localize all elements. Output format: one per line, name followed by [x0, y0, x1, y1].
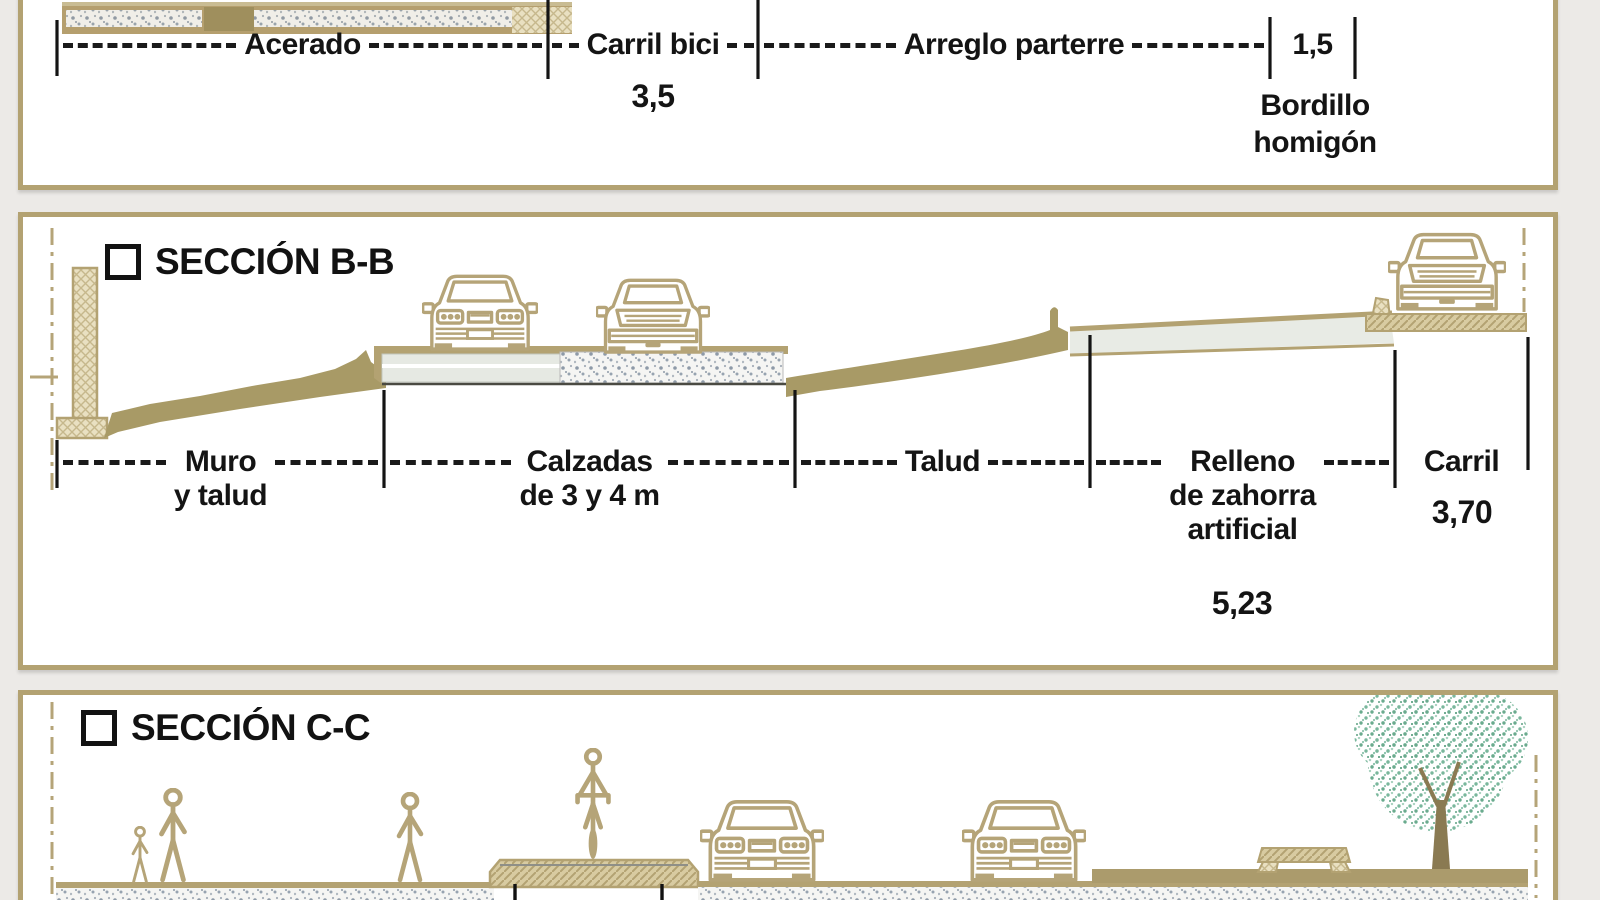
dim-dash — [667, 460, 790, 465]
dim-dash — [63, 460, 166, 465]
panel-section-c: SECCIÓN C-C — [18, 690, 1558, 900]
dim-value: 1,5 — [1292, 28, 1333, 61]
section-a-drawing — [55, 0, 1357, 79]
dim-talud: Talud — [801, 445, 1084, 479]
section-marker-icon — [105, 244, 141, 280]
pedestrian-child-icon — [131, 826, 149, 883]
dim-dash — [988, 460, 1084, 465]
dim-label: Calzadas de 3 y 4 m — [519, 445, 660, 512]
cyclist-icon — [578, 750, 609, 859]
road-ground — [698, 881, 1528, 900]
dim-label: Muro y talud — [173, 445, 268, 512]
carril-value: 3,70 — [1431, 494, 1493, 530]
dim-relleno: Relleno de zahorra artificial — [1096, 445, 1389, 547]
section-b-title-text: SECCIÓN B-B — [155, 241, 395, 282]
dim-carril-bici: Carril bici — [552, 28, 755, 62]
relleno-value: 5,23 — [1211, 585, 1273, 621]
dim-dash — [1132, 43, 1265, 48]
bike-lane-platform — [488, 858, 700, 900]
pedestrian-icon — [399, 794, 421, 880]
embankment-middle — [786, 307, 1068, 397]
fill-wedge — [1069, 296, 1395, 357]
dimension-ticks — [55, 335, 1530, 488]
pedestrian-icon — [162, 790, 185, 880]
section-c-title: SECCIÓN C-C — [81, 707, 371, 749]
dim-calzadas: Calzadas de 3 y 4 m — [390, 445, 790, 513]
bordillo-note-line1: Bordillo — [1260, 89, 1370, 122]
dim-dash — [390, 460, 512, 465]
dim-label: Acerado — [244, 28, 361, 61]
sidewalk-right — [1092, 869, 1528, 883]
car-icon — [962, 799, 1086, 882]
dimension-ticks — [55, 0, 1357, 79]
dim-label: Carril — [1423, 445, 1500, 478]
ground-strip — [62, 2, 572, 34]
retaining-wall — [55, 266, 109, 440]
car-icon — [700, 799, 824, 882]
bench-icon — [1256, 847, 1352, 873]
panel-section-a: Acerado Carril bici Arreglo parterre 1,5… — [18, 0, 1558, 190]
dim-dash — [1096, 460, 1162, 465]
dim-dash — [368, 43, 543, 48]
dim-dash — [764, 43, 896, 48]
dim-dash — [63, 43, 237, 48]
carril-bici-value: 3,5 — [631, 78, 675, 114]
section-c-title-text: SECCIÓN C-C — [131, 707, 371, 748]
car-icon — [1388, 232, 1506, 311]
section-marker-icon — [81, 710, 117, 746]
dim-label: Carril bici — [586, 28, 720, 61]
panel-section-b: SECCIÓN B-B Muro y talud Calzadas de 3 y… — [18, 212, 1558, 670]
section-b-title: SECCIÓN B-B — [105, 241, 395, 283]
dim-label: Relleno de zahorra artificial — [1169, 445, 1316, 546]
dim-acerado: Acerado — [63, 28, 543, 62]
dim-label: Arreglo parterre — [903, 28, 1125, 61]
dim-dash — [801, 460, 897, 465]
sidewalk-left — [56, 882, 494, 900]
dim-muro: Muro y talud — [63, 445, 378, 513]
dim-label: Talud — [904, 445, 981, 478]
roadway — [374, 346, 788, 386]
bordillo-note: Bordillo homigón — [1195, 87, 1435, 161]
section-b-drawing — [30, 228, 1530, 492]
dim-carril: Carril — [1399, 445, 1524, 479]
dim-dash — [275, 460, 378, 465]
section-c-drawing — [50, 695, 1538, 900]
car-icon — [422, 274, 538, 351]
dim-arreglo-parterre: Arreglo parterre — [764, 28, 1265, 62]
bordillo-note-line2: homigón — [1253, 126, 1377, 159]
dash-dot-cut-line — [50, 702, 1538, 898]
car-icon — [596, 278, 710, 354]
tree-icon — [1354, 695, 1528, 869]
dim-dash — [727, 43, 755, 48]
embankment-left — [104, 350, 386, 438]
dim-bordillo-width: 1,5 — [1274, 28, 1351, 62]
dim-dash — [1323, 460, 1389, 465]
dim-dash — [552, 43, 579, 48]
dash-dot-cut-line — [50, 228, 1526, 492]
carriageway-right — [1365, 313, 1527, 332]
